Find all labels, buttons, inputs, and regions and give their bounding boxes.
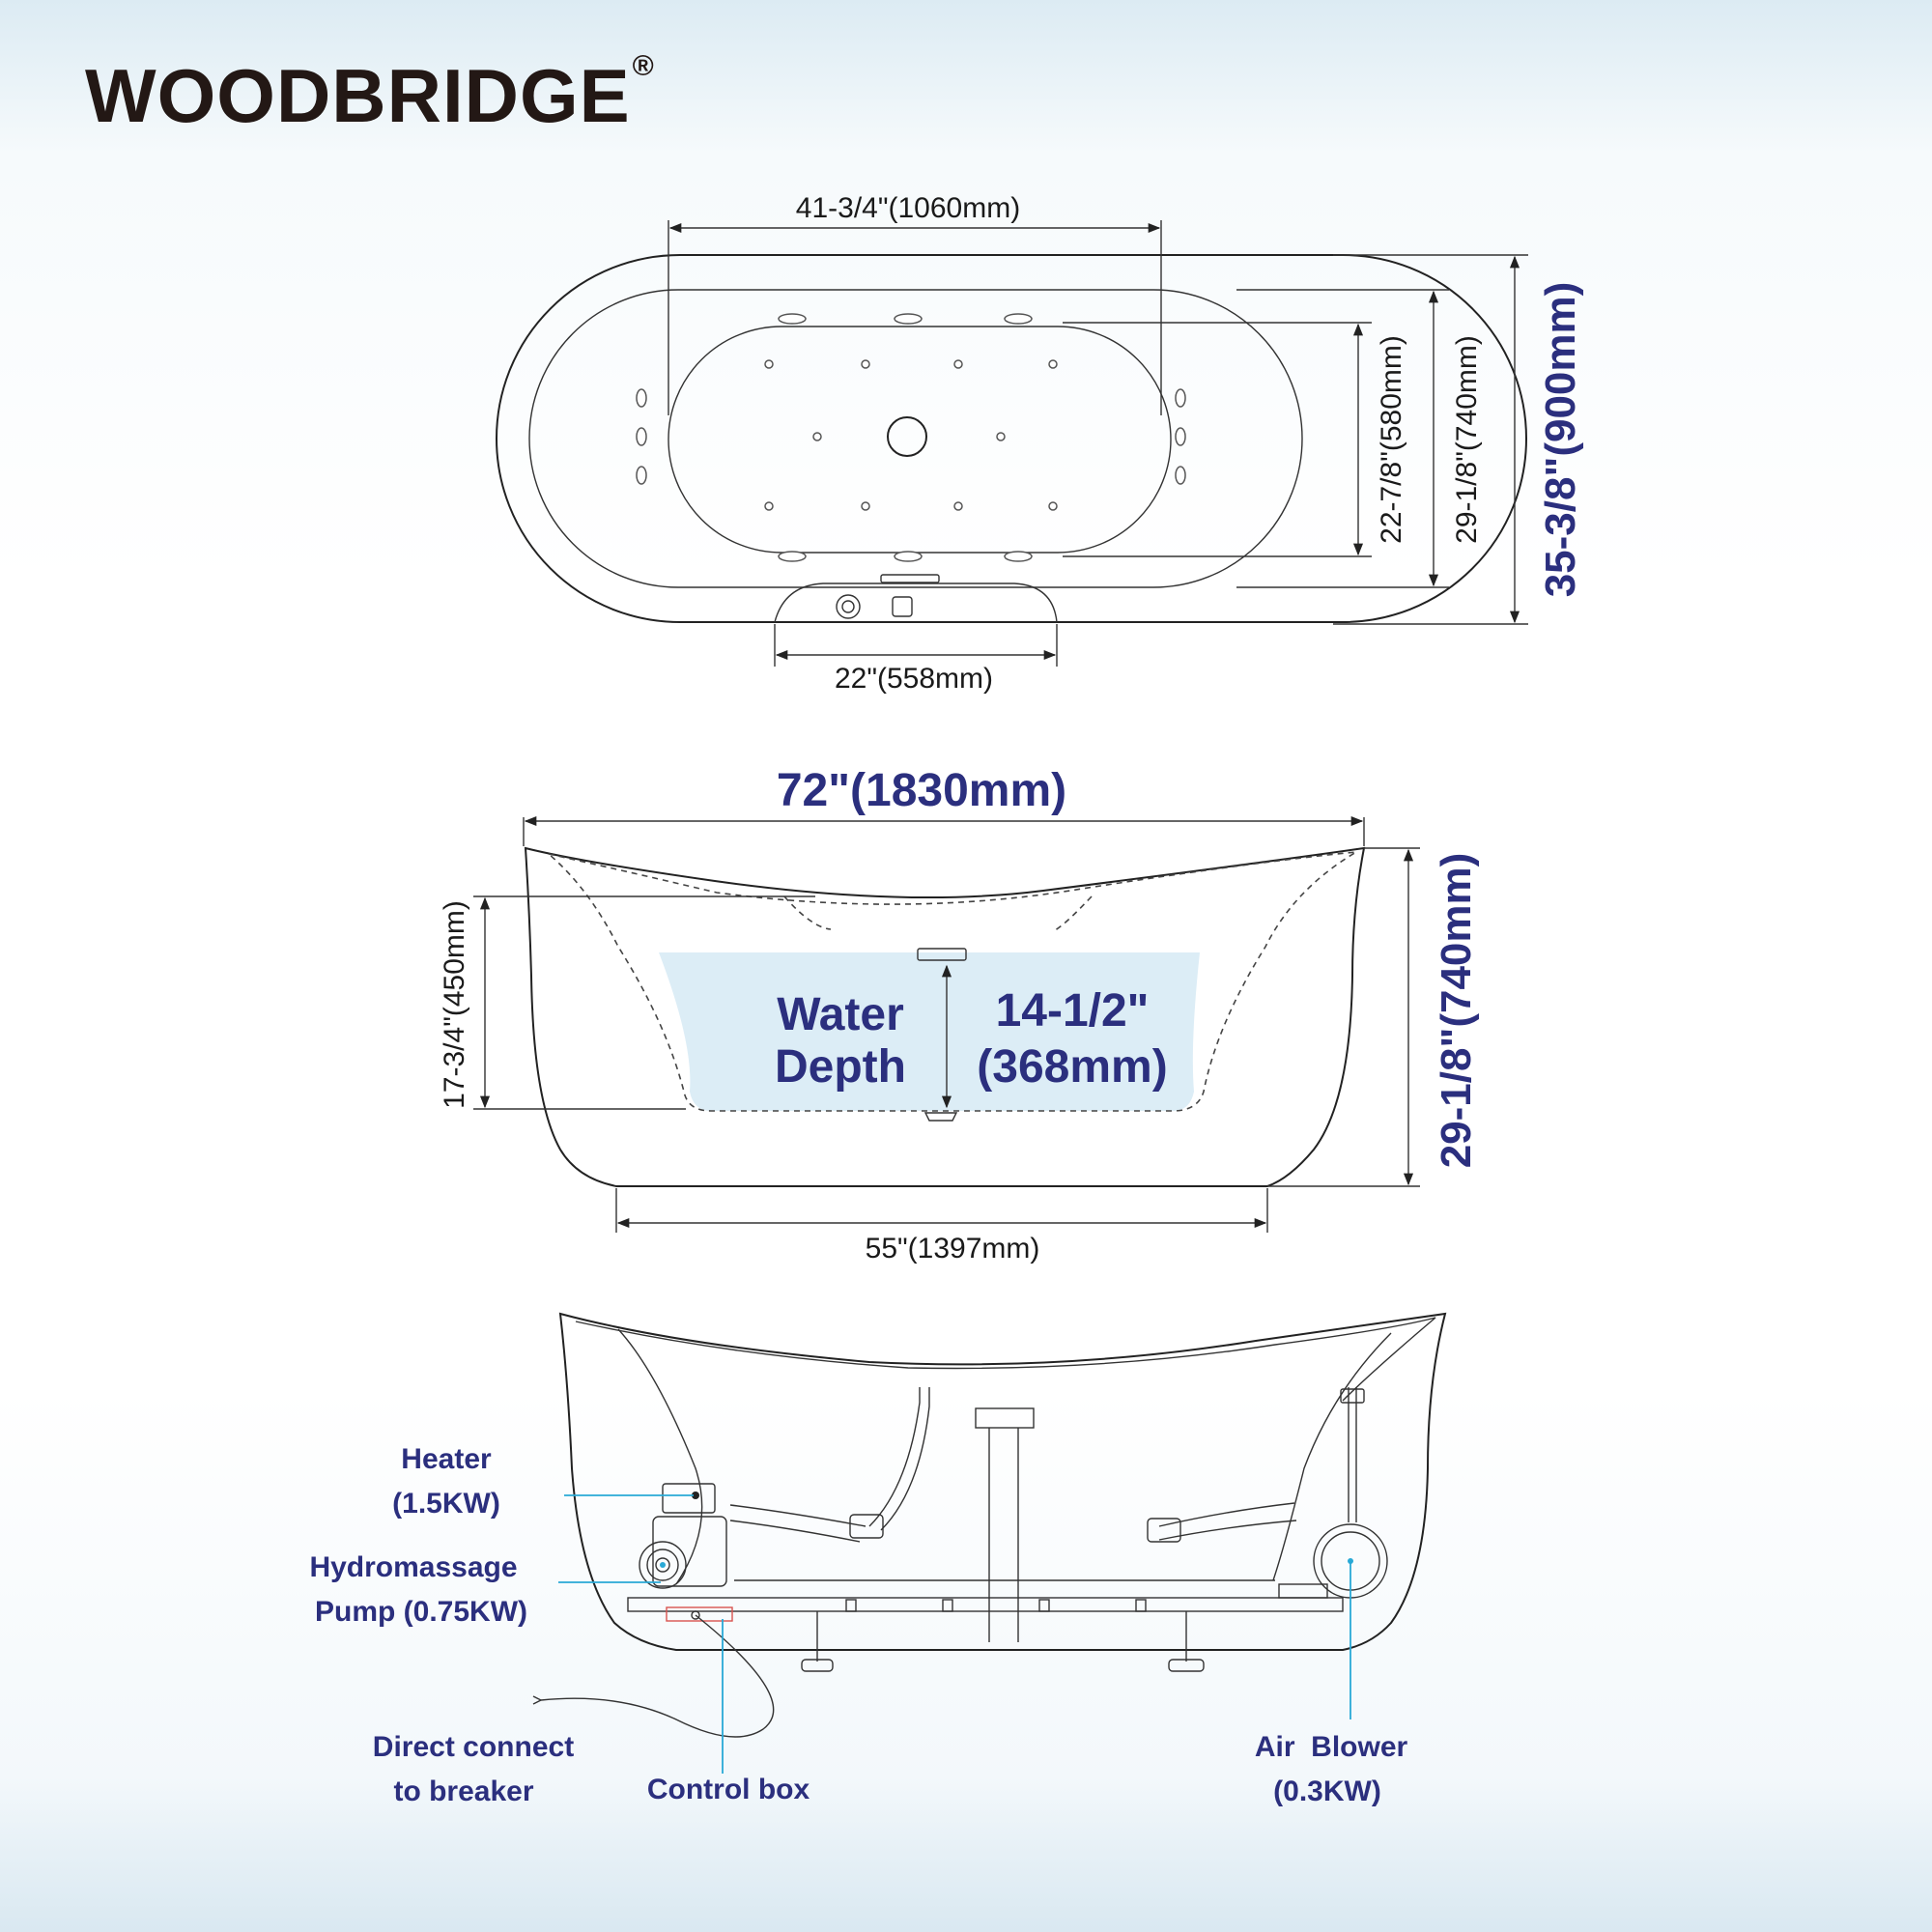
overflow-slot — [880, 574, 940, 583]
side-view: 72"(1830mm) 29-1/8"(740mm) 17-3/4"(450mm… — [439, 765, 1480, 1264]
control-box-unit — [666, 1606, 733, 1622]
dim-control-panel-width: 22"(558mm) — [835, 663, 993, 695]
headrest-left — [783, 895, 832, 930]
dim-inner-length: 41-3/4"(1060mm) — [796, 192, 1020, 224]
bottom-jet-fittings — [845, 1599, 1147, 1612]
drain-icon — [887, 416, 927, 457]
dim-rim-inner-width: 29-1/8"(740mm) — [1451, 335, 1483, 544]
breaker-label-line1: Direct connect — [373, 1731, 574, 1763]
registered-mark: ® — [632, 50, 655, 82]
water-label-line1: Water — [777, 989, 904, 1040]
pump-label-line1: Hydromassage — [309, 1551, 517, 1583]
water-label-line2: Depth — [775, 1041, 906, 1093]
breaker-label-line2: to breaker — [393, 1776, 533, 1807]
base-frame — [627, 1597, 1344, 1612]
brand-logo: WOODBRIDGE® — [85, 52, 655, 134]
tub-component-shell — [558, 1312, 1447, 1651]
heater-unit — [662, 1483, 716, 1514]
headrest-right — [1052, 895, 1093, 932]
control-knob-center — [841, 600, 855, 613]
control-knob-icon — [836, 594, 861, 619]
inner-basin-curve-left — [617, 1328, 703, 1585]
power-cable — [540, 1614, 775, 1738]
tub-basin — [668, 326, 1172, 554]
pump-marker — [660, 1562, 666, 1568]
top-view: 41-3/4"(1060mm) 22-7/8"(580mm) 29-1/8"(7… — [496, 192, 1584, 695]
component-view: Heater (1.5KW) Hydromassage Pump (0.75KW… — [309, 1312, 1447, 1807]
blower-label-line1: Air Blower — [1255, 1731, 1408, 1763]
tub-outer-rim — [496, 254, 1527, 623]
tub-rim-inner — [528, 289, 1303, 588]
drain-bottom-icon — [923, 1112, 958, 1122]
blower-label-line2: (0.3KW) — [1273, 1776, 1381, 1807]
inner-basin-outline — [548, 851, 1357, 1112]
water-fill — [659, 952, 1200, 1111]
dim-overall-length: 72"(1830mm) — [777, 765, 1066, 816]
foot-left — [801, 1659, 834, 1672]
inner-lip — [575, 1317, 1436, 1402]
control-panel-button-icon — [892, 596, 913, 617]
water-depth-line2: (368mm) — [977, 1041, 1167, 1093]
dim-overall-height: 29-1/8"(740mm) — [1433, 853, 1480, 1169]
inner-basin-curve-right — [1272, 1332, 1392, 1581]
cable-end-wires — [532, 1695, 542, 1705]
pump-motor-icon — [639, 1541, 687, 1589]
heater-label-line1: Heater — [401, 1443, 492, 1475]
whirlpool-jets — [636, 313, 1186, 562]
control-box-label: Control box — [647, 1774, 810, 1805]
hose-connector-right — [1147, 1518, 1181, 1543]
dim-interior-depth: 17-3/4"(450mm) — [439, 900, 470, 1109]
foot-right — [1168, 1659, 1205, 1672]
control-box-marker — [691, 1610, 700, 1620]
air-jets — [764, 359, 1058, 511]
heater-label-line2: (1.5KW) — [392, 1488, 500, 1520]
overflow-drain-icon — [917, 948, 967, 961]
overflow-pipe — [975, 1407, 1035, 1429]
control-panel-outline — [774, 582, 1058, 623]
tub-side-shell — [524, 846, 1366, 1187]
pump-label-line2: Pump (0.75KW) — [315, 1596, 527, 1628]
brand-name: WOODBRIDGE — [85, 53, 631, 138]
pump-body — [652, 1516, 727, 1587]
dim-overall-width: 35-3/8"(900mm) — [1537, 282, 1584, 598]
hose-connector-left — [849, 1514, 884, 1539]
dim-inner-width: 22-7/8"(580mm) — [1376, 335, 1407, 544]
water-depth-line1: 14-1/2" — [996, 985, 1150, 1037]
heater-marker — [692, 1492, 699, 1499]
dim-base-length: 55"(1397mm) — [866, 1233, 1040, 1264]
